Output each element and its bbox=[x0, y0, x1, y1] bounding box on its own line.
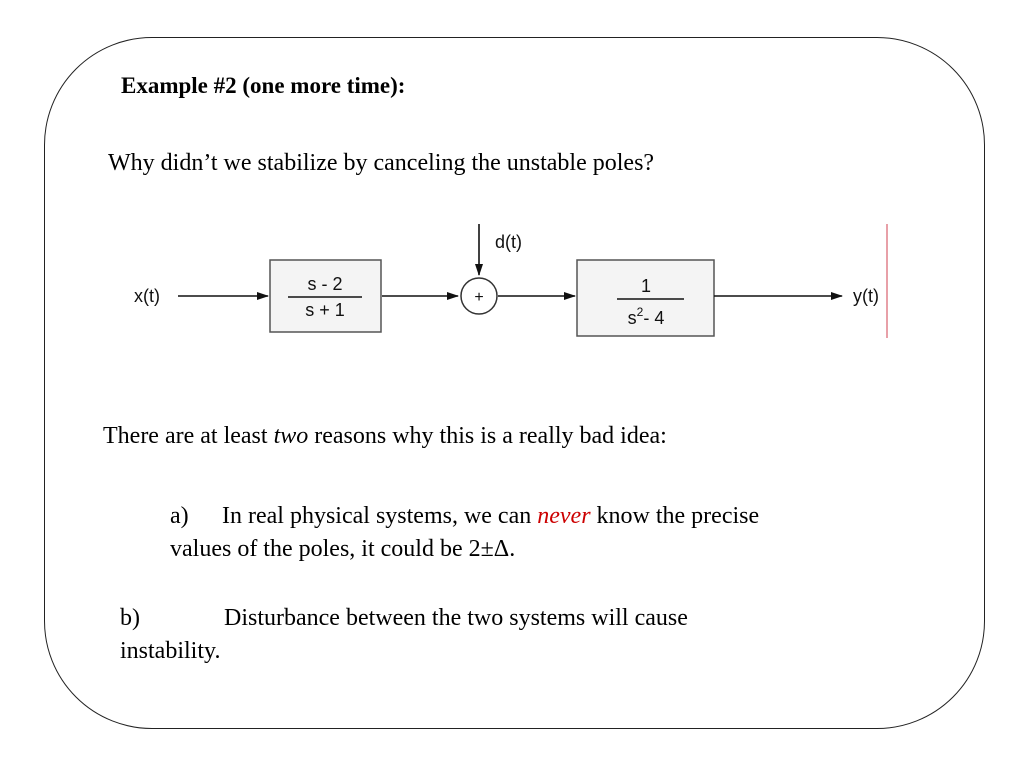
output-label: y(t) bbox=[853, 286, 879, 306]
item-a-after: know the precise values of the poles, it… bbox=[170, 503, 760, 562]
summer-symbol: + bbox=[474, 289, 483, 306]
slide-title: Example #2 (one more time): bbox=[121, 73, 406, 98]
block1-numerator: s - 2 bbox=[307, 274, 342, 294]
block2-numerator: 1 bbox=[641, 276, 651, 296]
question-text: Why didn’t we stabilize by canceling the… bbox=[108, 150, 655, 176]
input-label: x(t) bbox=[134, 286, 160, 306]
rounded-frame bbox=[44, 37, 985, 729]
block-diagram: x(t) s - 2 s + 1 + d(t) 1 s2- 4 y(t) bbox=[134, 224, 888, 338]
item-b-marker: b) bbox=[120, 605, 140, 631]
item-a-marker: a) bbox=[170, 503, 189, 529]
transfer-block-1 bbox=[269, 259, 382, 333]
reasons-intro: There are at least two reasons why this … bbox=[103, 423, 667, 450]
reasons-intro-before: There are at least bbox=[103, 423, 274, 449]
block2-denominator: s2- 4 bbox=[628, 305, 665, 328]
item-b-text: Disturbance between the two systems will… bbox=[120, 605, 688, 664]
reason-item-b: b)Disturbance between the two systems wi… bbox=[120, 602, 790, 668]
summing-junction bbox=[460, 277, 498, 315]
transfer-block-2 bbox=[576, 259, 715, 337]
reasons-intro-after: reasons why this is a really bad idea: bbox=[308, 423, 667, 449]
block1-denominator: s + 1 bbox=[305, 300, 345, 320]
block2-exponent: 2 bbox=[637, 305, 644, 319]
disturbance-label: d(t) bbox=[495, 232, 522, 252]
item-a-before: In real physical systems, we can bbox=[222, 503, 538, 529]
item-a-emphasis: never bbox=[537, 503, 591, 529]
reason-item-a: a) In real physical systems, we can never… bbox=[170, 500, 790, 566]
reasons-intro-emphasis: two bbox=[273, 423, 309, 449]
